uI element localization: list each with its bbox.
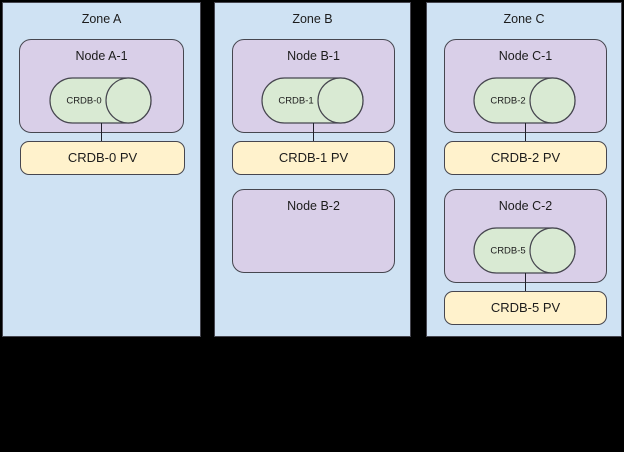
persistent-volume-label-crdb-2-pv: CRDB-2 PV — [490, 150, 561, 165]
connector-crdb-2-to-pv — [525, 123, 526, 142]
cylinder-shape-icon — [261, 77, 364, 124]
database-cylinder-crdb-1: CRDB-1 — [261, 77, 364, 124]
connector-crdb-1-to-pv — [313, 123, 314, 142]
cylinder-shape-icon — [473, 227, 576, 274]
persistent-volume-label-crdb-0-pv: CRDB-0 PV — [67, 150, 138, 165]
node-c-1-title: Node C-1 — [498, 49, 553, 63]
node-c-2-title: Node C-2 — [498, 199, 553, 213]
zone-b-title: Zone B — [292, 12, 333, 26]
persistent-volume-label-crdb-5-pv: CRDB-5 PV — [490, 300, 561, 315]
zone-c: Zone C Node C-1 CRDB-2 CRDB-2 PV Node C-… — [426, 2, 622, 337]
database-cylinder-crdb-5: CRDB-5 — [473, 227, 576, 274]
persistent-volume-crdb-1-pv: CRDB-1 PV — [232, 141, 395, 175]
connector-crdb-0-to-pv — [101, 123, 102, 142]
persistent-volume-crdb-5-pv: CRDB-5 PV — [444, 291, 607, 325]
node-b-2: Node B-2 — [232, 189, 395, 273]
zone-a: Zone A Node A-1 CRDB-0 CRDB-0 PV — [2, 2, 201, 337]
persistent-volume-crdb-0-pv: CRDB-0 PV — [20, 141, 185, 175]
cylinder-shape-icon — [473, 77, 576, 124]
connector-crdb-5-to-pv — [525, 273, 526, 292]
zone-a-title: Zone A — [81, 12, 122, 26]
persistent-volume-label-crdb-1-pv: CRDB-1 PV — [278, 150, 349, 165]
cylinder-shape-icon — [49, 77, 152, 124]
node-b-2-title: Node B-2 — [287, 199, 340, 213]
zone-c-title: Zone C — [503, 12, 545, 26]
database-cylinder-crdb-0: CRDB-0 — [49, 77, 152, 124]
persistent-volume-crdb-2-pv: CRDB-2 PV — [444, 141, 607, 175]
database-cylinder-crdb-2: CRDB-2 — [473, 77, 576, 124]
node-a-1-title: Node A-1 — [75, 49, 128, 63]
node-b-1-title: Node B-1 — [287, 49, 340, 63]
zone-b: Zone B Node B-1 CRDB-1 CRDB-1 PV Node B-… — [214, 2, 411, 337]
